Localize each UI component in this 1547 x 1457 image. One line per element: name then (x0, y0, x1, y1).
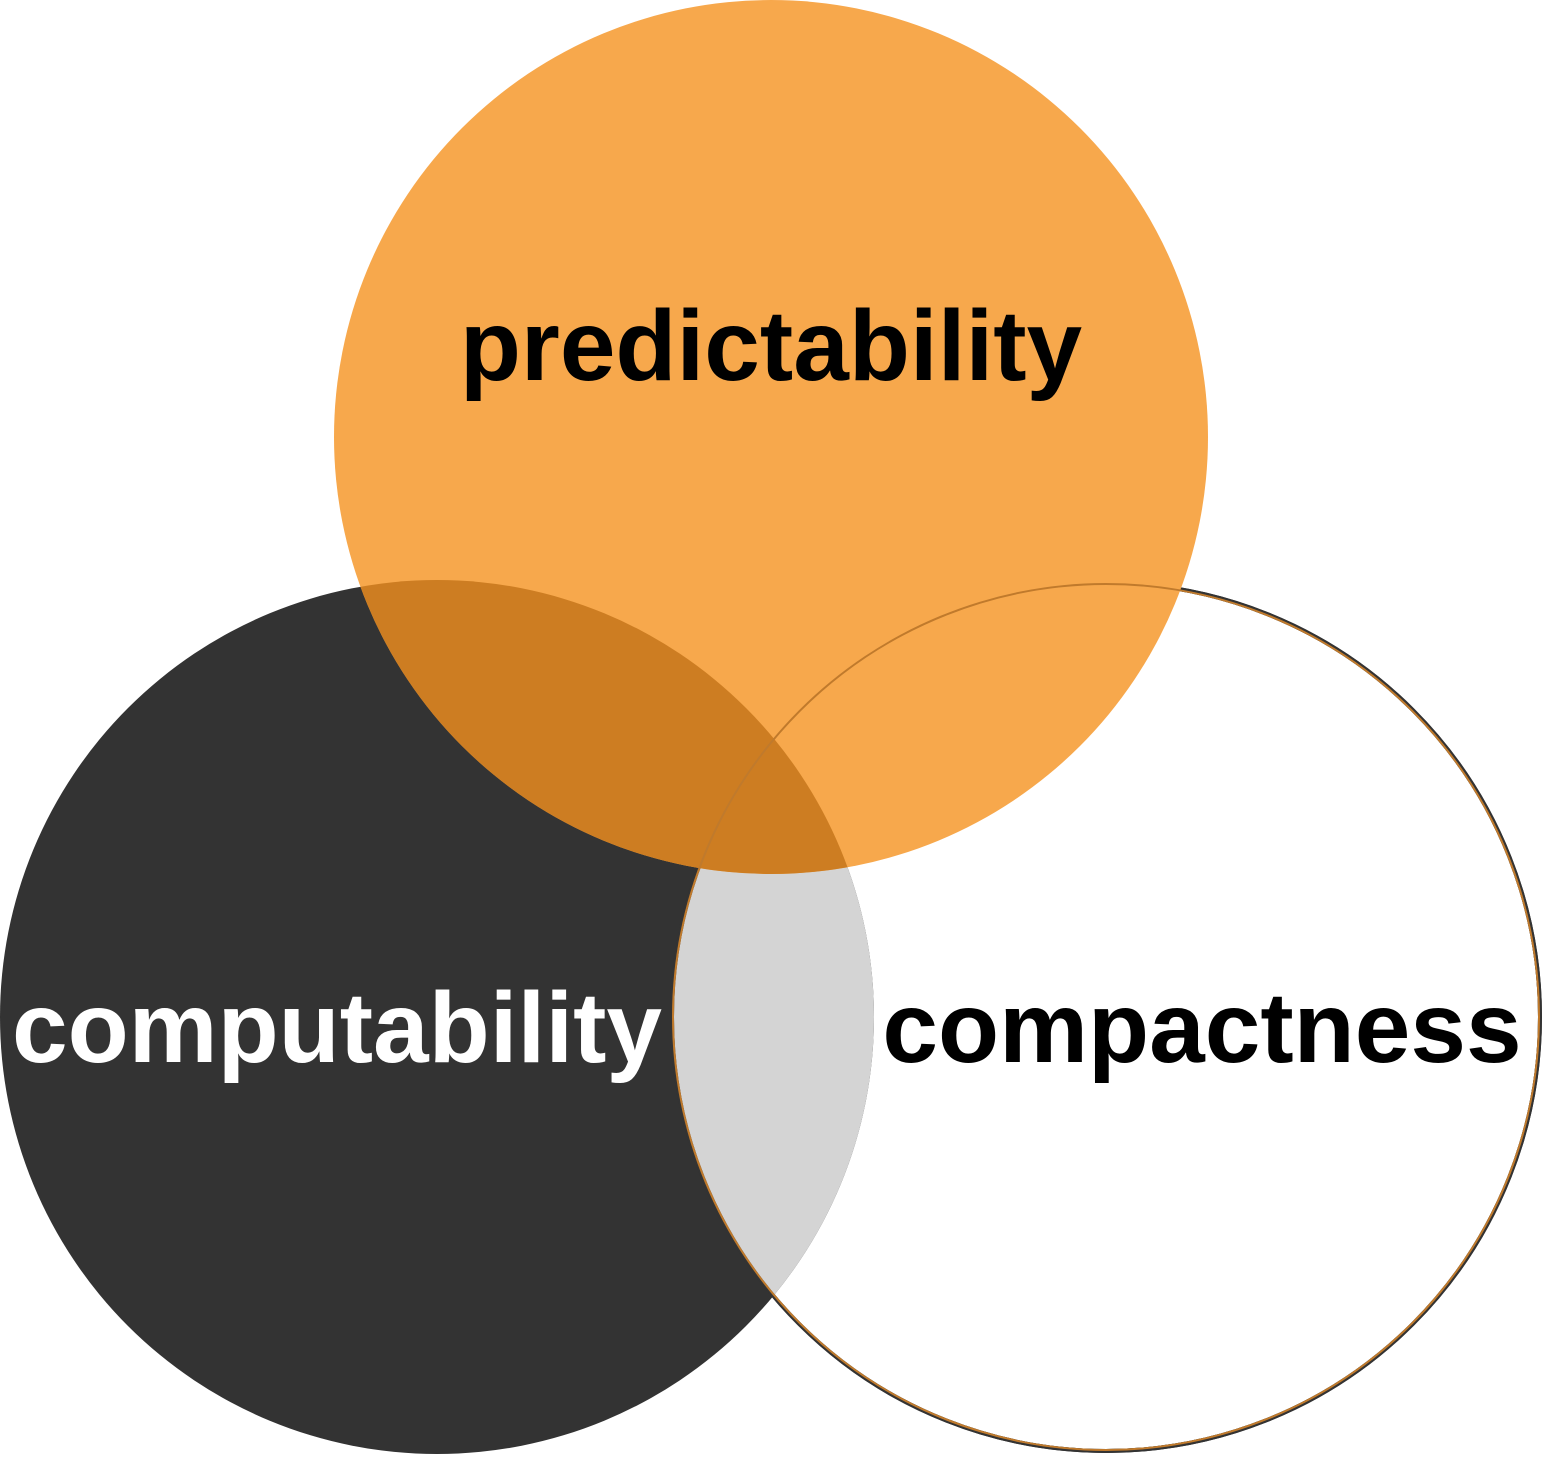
computability-label: computability (12, 972, 662, 1084)
compactness-label: compactness (882, 972, 1521, 1084)
predictability-computability-overlap (334, 580, 874, 874)
predictability-label: predictability (460, 290, 1083, 402)
